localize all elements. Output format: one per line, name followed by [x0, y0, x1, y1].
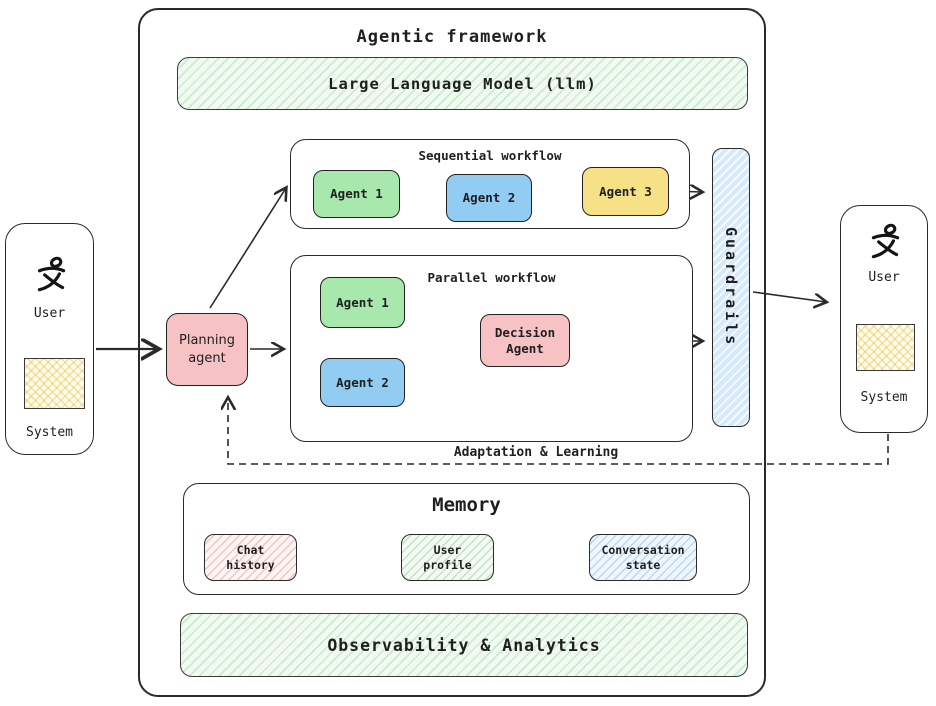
agentic-framework-frame	[138, 8, 766, 697]
parallel-agent-1: Agent 1	[320, 277, 405, 328]
planning-agent: Planning agent	[166, 313, 248, 386]
adaptation-learning-label: Adaptation & Learning	[453, 445, 619, 460]
memory-box: Memory Chat history User profile Convers…	[183, 483, 750, 595]
guardrails-bar: Guardrails	[712, 148, 750, 427]
left-system-label: System	[26, 425, 73, 440]
llm-banner-label: Large Language Model (llm)	[328, 74, 597, 93]
right-actor-box: User System	[840, 205, 928, 433]
observability-banner-label: Observability & Analytics	[327, 635, 601, 655]
person-icon	[37, 256, 66, 292]
right-user-label: User	[868, 270, 900, 285]
diagram-title: Agentic framework	[356, 27, 548, 47]
sequential-agent-1: Agent 1	[313, 170, 400, 218]
memory-card-conversation-state: Conversation state	[589, 534, 697, 581]
llm-banner: Large Language Model (llm)	[177, 57, 748, 110]
memory-card-user-profile: User profile	[401, 534, 494, 581]
guardrails-label: Guardrails	[722, 227, 740, 348]
right-system-icon	[856, 324, 915, 371]
decision-agent: Decision Agent	[480, 314, 570, 367]
parallel-agent-2: Agent 2	[320, 358, 405, 407]
sequential-agent-2: Agent 2	[446, 174, 532, 222]
person-icon	[871, 223, 900, 259]
left-system-icon	[24, 358, 85, 409]
parallel-workflow-title: Parallel workflow	[427, 270, 556, 285]
sequential-workflow-title: Sequential workflow	[418, 148, 562, 163]
right-system-label: System	[860, 390, 908, 405]
observability-banner: Observability & Analytics	[180, 613, 748, 677]
memory-card-chat-history: Chat history	[204, 534, 297, 581]
memory-title: Memory	[432, 494, 501, 516]
left-actor-box: User System	[5, 223, 94, 455]
sequential-agent-3: Agent 3	[582, 167, 669, 216]
left-user-label: User	[33, 306, 66, 321]
